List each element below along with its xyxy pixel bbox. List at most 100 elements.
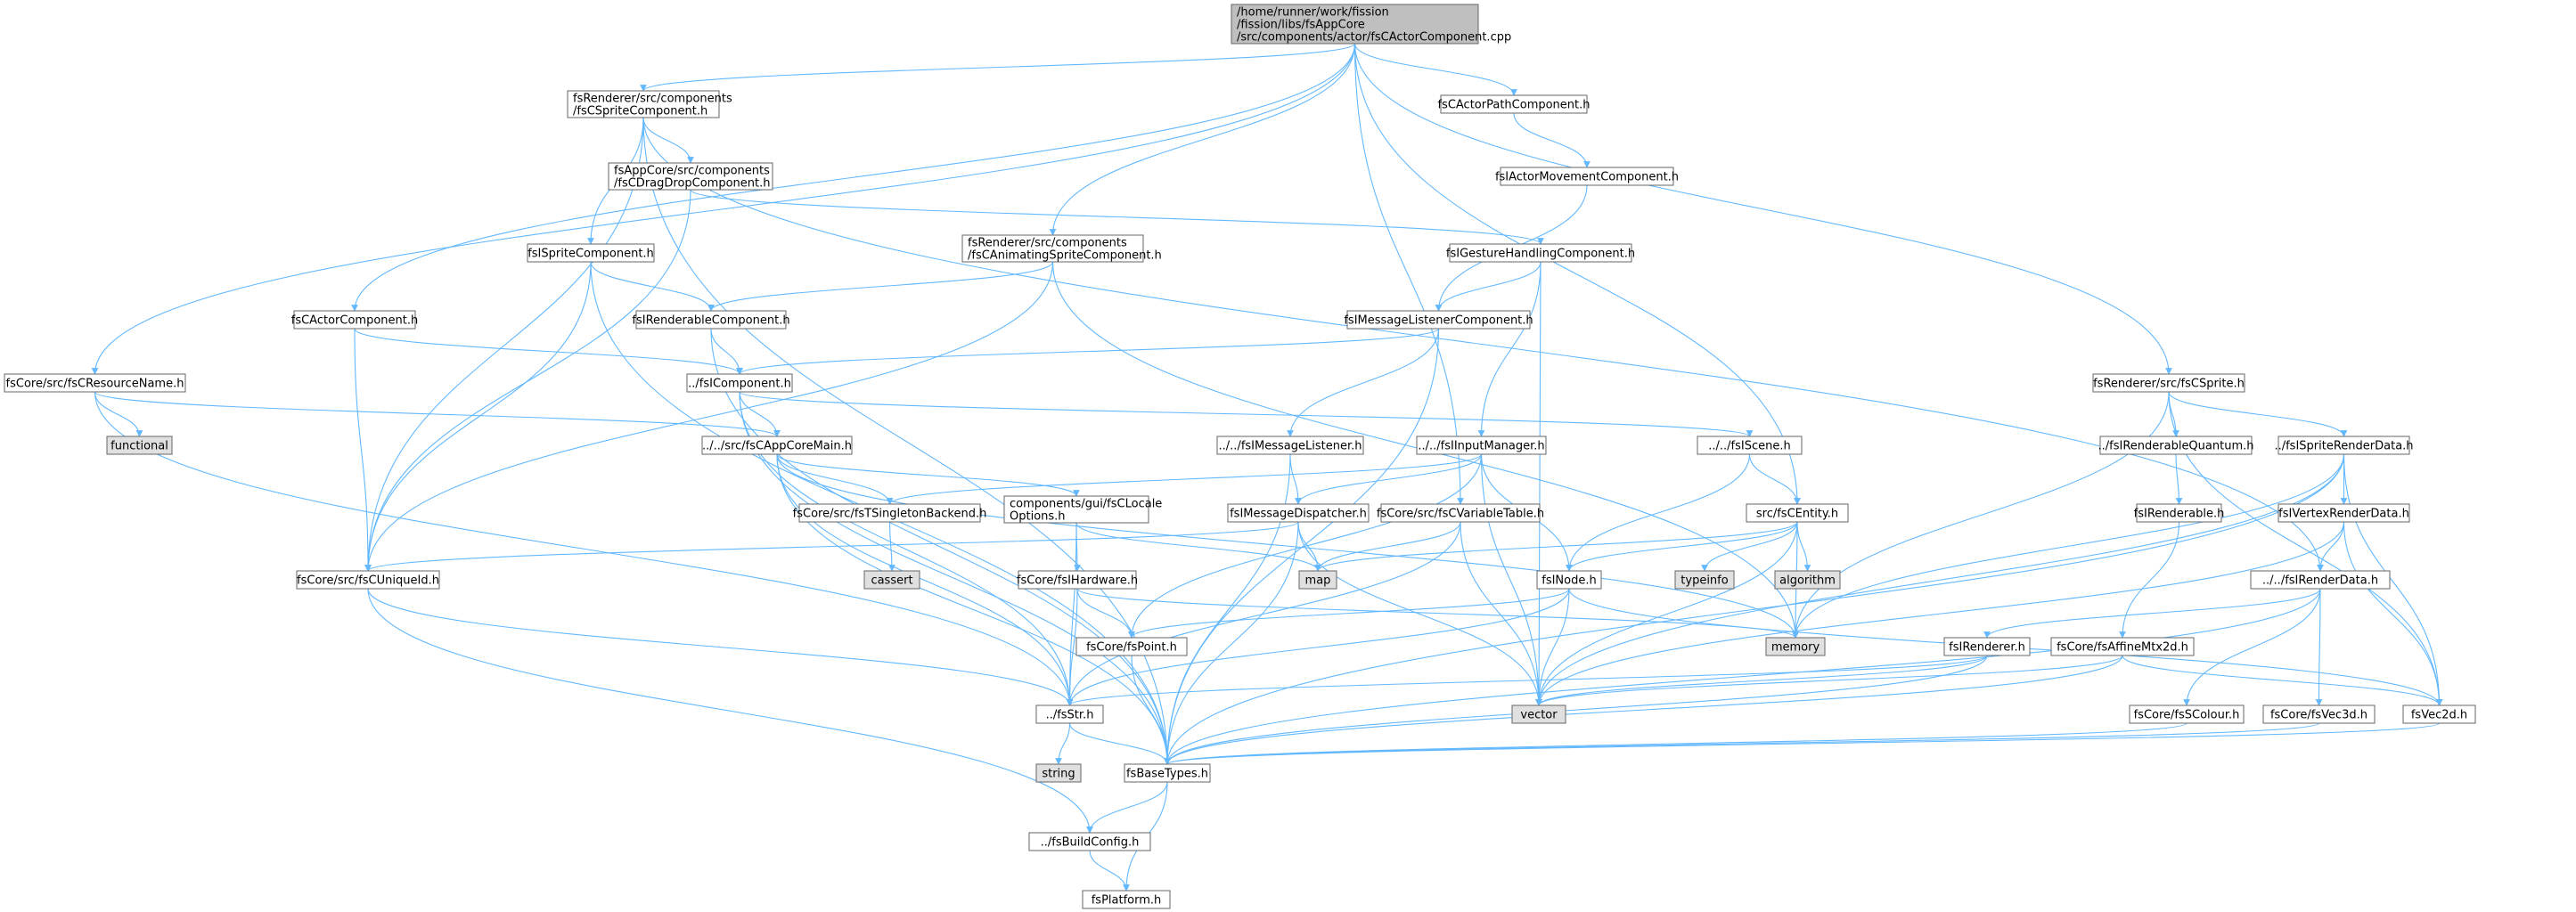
edge-fsISpriteRenderData-to-memory — [1792, 453, 2345, 639]
node-label: /fission/libs/fsAppCore — [1237, 19, 1365, 32]
node-box — [1536, 570, 1602, 590]
edge-fsIRenderer-to-vector — [1535, 655, 1988, 706]
node-fsIActorMovementComponent[interactable]: fsIActorMovementComponent.h — [1495, 167, 1679, 186]
node-fsIRenderable[interactable]: fsIRenderable.h — [2134, 503, 2225, 523]
edge-fsIScene-to-fsCEntity — [1748, 453, 1801, 505]
node-label: cassert — [871, 574, 912, 588]
node-fsIComponent[interactable]: ../fsIComponent.h — [686, 373, 793, 393]
edge-fsCSprite-to-fsISpriteRenderData — [2168, 391, 2348, 437]
node-fsCResourceName[interactable]: fsCore/src/fsCResourceName.h — [4, 373, 186, 393]
node-fsIRenderableQuantum[interactable]: ../fsIRenderableQuantum.h — [2098, 436, 2254, 455]
node-box — [1082, 890, 1171, 909]
node-fsAffineMtx2d[interactable]: fsCore/fsAffineMtx2d.h — [2050, 637, 2195, 656]
node-label: fsRenderer/src/components — [968, 237, 1127, 250]
node-root[interactable]: /home/runner/work/fission/fission/libs/f… — [1231, 4, 1511, 45]
edge-root-to-fsCSprite — [1353, 43, 2172, 375]
node-box — [106, 436, 173, 455]
edge-fsIComponent-to-fsIScene — [739, 391, 1754, 437]
node-box — [1075, 637, 1188, 656]
node-box — [2136, 503, 2222, 523]
node-box — [798, 503, 981, 523]
node-fsISpriteComponent[interactable]: fsISpriteComponent.h — [527, 243, 655, 263]
node-label: ../fsISpriteRenderData.h — [2274, 440, 2413, 453]
node-fsVec3d[interactable]: fsCore/fsVec3d.h — [2262, 704, 2376, 724]
edge-fsIMessageDispatcher-to-vector — [1297, 521, 1542, 706]
node-fsSColour[interactable]: fsCore/fsSColour.h — [2129, 704, 2245, 724]
node-label: /fsCSpriteComponent.h — [573, 105, 707, 118]
edge-fsSColour-to-fsBaseTypes — [1164, 722, 2188, 765]
node-fsIVertexRenderData[interactable]: fsIVertexRenderData.h — [2278, 503, 2410, 523]
node-algorithm: algorithm — [1774, 570, 1841, 590]
node-label: fsIMessageDispatcher.h — [1230, 508, 1367, 521]
node-fsIMessageListener[interactable]: ../../fsIMessageListener.h — [1216, 436, 1364, 455]
node-label: ../../fsIInputManager.h — [1418, 440, 1544, 453]
edge-fsCEntity-to-vector — [1535, 521, 1798, 706]
node-fsCVariableTable[interactable]: fsCore/src/fsCVariableTable.h — [1377, 503, 1544, 523]
node-fsCEntity[interactable]: src/fsCEntity.h — [1746, 503, 1849, 523]
node-fsIGestureHandlingComponent[interactable]: fsIGestureHandlingComponent.h — [1446, 243, 1635, 263]
node-box — [701, 436, 853, 455]
edge-fsCDragDropComponent-to-fsCUniqueId — [364, 189, 691, 572]
node-fsIScene[interactable]: ../../fsIScene.h — [1697, 436, 1803, 455]
edge-fsIVertexRenderData-to-vector — [1535, 521, 2345, 706]
node-fsCSprite[interactable]: fsRenderer/src/fsCSprite.h — [2092, 373, 2245, 393]
node-fsBaseTypes[interactable]: fsBaseTypes.h — [1124, 763, 1211, 783]
node-fsCDragDropComponent[interactable]: fsAppCore/src/components/fsCDragDropComp… — [608, 162, 773, 191]
edge-root-to-fsCActorPathComponent — [1353, 43, 1517, 96]
edge-fsISpriteComponent-to-fsIRenderableComponent — [590, 261, 715, 312]
node-fsIRenderableComponent[interactable]: fsIRenderableComponent.h — [632, 310, 790, 330]
node-fsStr[interactable]: ../fsStr.h — [1035, 704, 1104, 724]
edge-fsCActorComponent-to-fsCUniqueId — [354, 328, 372, 572]
node-box — [2278, 503, 2410, 523]
node-fsCUniqueId[interactable]: fsCore/src/fsCUniqueId.h — [296, 570, 440, 590]
edge-fsCUniqueId-to-fsStr — [367, 588, 1074, 706]
edge-fsBuildConfig-to-fsPlatform — [1089, 850, 1130, 892]
node-fsCActorPathComponent[interactable]: fsCActorPathComponent.h — [1437, 94, 1591, 114]
edge-fsCSpriteComponent-to-fsCDragDropComponent — [642, 117, 694, 164]
node-fsIRenderer[interactable]: fsIRenderer.h — [1943, 637, 2031, 656]
edge-fsStr-to-string — [1055, 722, 1071, 765]
node-fsINode[interactable]: fsINode.h — [1536, 570, 1602, 590]
node-label: algorithm — [1779, 574, 1836, 588]
edge-fsIGestureHandlingComponent-to-fsIMessageListenerComponent — [1435, 261, 1542, 312]
edge-fsCEntity-to-fsINode — [1566, 521, 1798, 572]
node-fsIInputManager[interactable]: ../../fsIInputManager.h — [1416, 436, 1547, 455]
node-fsVec2d[interactable]: fsVec2d.h — [2402, 704, 2476, 724]
node-fsIRenderData[interactable]: ../../fsIRenderData.h — [2250, 570, 2391, 590]
node-box — [1227, 503, 1370, 523]
node-fsCSpriteComponent[interactable]: fsRenderer/src/components/fsCSpriteCompo… — [567, 90, 732, 118]
edge-fsCEntity-to-algorithm — [1796, 521, 1811, 572]
edge-fsIVertexRenderData-to-fsVec2d — [2343, 521, 2443, 706]
node-label: fsIVertexRenderData.h — [2278, 508, 2409, 521]
dependency-edges — [91, 43, 2443, 892]
node-label: src/fsCEntity.h — [1756, 508, 1838, 521]
node-fsPoint[interactable]: fsCore/fsPoint.h — [1075, 637, 1188, 656]
node-cassert: cassert — [863, 570, 920, 590]
node-box — [1511, 704, 1566, 724]
node-fsCAnimatingSpriteComponent[interactable]: fsRenderer/src/components/fsCAnimatingSp… — [961, 234, 1162, 263]
edge-fsIHardware-to-fsStr — [1066, 588, 1078, 706]
node-box — [4, 373, 186, 393]
node-label: fsIGestureHandlingComponent.h — [1446, 248, 1635, 261]
edge-fsIHardware-to-fsPoint — [1076, 588, 1135, 639]
node-fsCAppCoreMain[interactable]: ../../src/fsCAppCoreMain.h — [701, 436, 853, 455]
node-fsISpriteRenderData[interactable]: ../fsISpriteRenderData.h — [2274, 436, 2414, 455]
node-fsIMessageDispatcher[interactable]: fsIMessageDispatcher.h — [1227, 503, 1370, 523]
node-fsIHardware[interactable]: fsCore/fsIHardware.h — [1017, 570, 1138, 590]
node-fsIMessageListenerComponent[interactable]: fsIMessageListenerComponent.h — [1344, 310, 1533, 330]
node-fsTSingletonBackend[interactable]: fsCore/src/fsTSingletonBackend.h — [793, 503, 987, 523]
node-fsCActorComponent[interactable]: fsCActorComponent.h — [291, 310, 418, 330]
node-box — [1943, 637, 2031, 656]
node-fsBuildConfig[interactable]: ../fsBuildConfig.h — [1028, 832, 1151, 851]
node-box — [863, 570, 920, 590]
node-fsPlatform[interactable]: fsPlatform.h — [1082, 890, 1171, 909]
node-box — [1003, 495, 1149, 524]
edge-fsINode-to-fsPoint — [1128, 588, 1570, 639]
edge-fsIInputManager-to-vector — [1480, 453, 1542, 706]
node-box — [1774, 570, 1841, 590]
edge-fsIRenderData-to-fsBaseTypes — [1164, 588, 2321, 765]
edge-fsIGestureHandlingComponent-to-vector — [1535, 261, 1542, 706]
node-box — [1035, 763, 1082, 783]
edge-fsIRenderer-to-fsBaseTypes — [1164, 655, 1988, 765]
